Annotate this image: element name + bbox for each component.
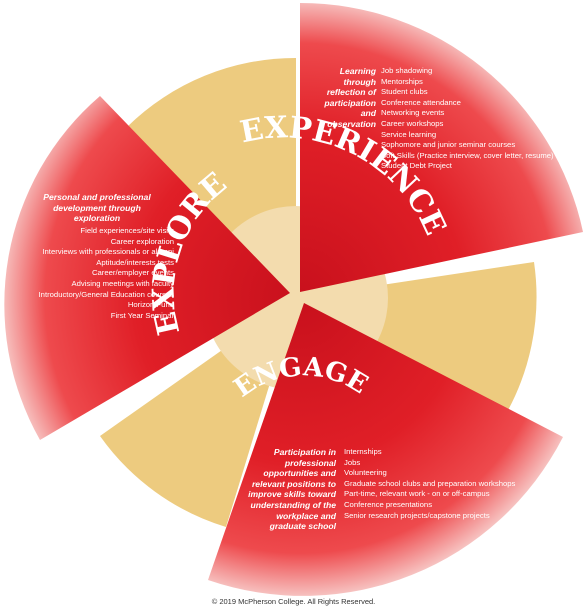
list-item: First Year Seminar — [110, 310, 174, 320]
list-item: Aptitude/interests tests — [96, 257, 174, 267]
list-item: Advising meetings with faculty — [71, 278, 174, 288]
list-item: Career/employer events — [91, 268, 174, 278]
lead-line: development through — [53, 202, 141, 213]
lead-line: relevant positions to — [251, 478, 336, 489]
list-item: Graduate school clubs and preparation wo… — [344, 478, 516, 488]
lead-line: opportunities and — [263, 468, 336, 479]
copyright-notice: © 2019 McPherson College. All Rights Res… — [211, 597, 376, 606]
lead-line: observation — [327, 118, 376, 129]
list-item: Networking events — [381, 108, 445, 118]
list-item: Student Debt Project — [381, 161, 452, 171]
list-item: Part-time, relevant work - on or off-cam… — [344, 489, 490, 499]
list-item: Job shadowing — [381, 66, 433, 75]
list-item: Student clubs — [381, 87, 428, 97]
wedge-engage — [208, 303, 563, 596]
lead-line: Participation in — [273, 447, 336, 457]
wedge-explore — [4, 96, 291, 440]
lead-line: understanding of the — [250, 499, 336, 510]
list-item: Horizon Fund — [127, 300, 174, 310]
list-item: Conference attendance — [381, 97, 461, 107]
list-item: Internships — [344, 447, 382, 456]
list-item: Conference presentations — [344, 499, 433, 509]
list-item: Career exploration — [110, 236, 174, 246]
lead-line: Learning — [339, 66, 376, 76]
list-item: Service learning — [381, 129, 437, 139]
list-item: Career workshops — [381, 118, 444, 128]
lead-line: through — [343, 76, 376, 87]
lead-line: participation — [324, 97, 376, 108]
lead-line: improve skills toward — [248, 489, 336, 500]
lead-line: workplace and — [276, 510, 336, 521]
list-item: Soft Skills (Practice interview, cover l… — [381, 150, 554, 160]
lead-line: Personal and professional — [43, 192, 151, 202]
list-item: Senior research projects/capstone projec… — [344, 510, 490, 520]
list-item: Introductory/General Education courses — [38, 289, 174, 299]
list-item: Jobs — [344, 457, 361, 467]
lead-line: reflection of — [326, 87, 376, 98]
lead-line: graduate school — [269, 521, 336, 532]
wedge-experience — [300, 2, 583, 292]
list-item: Mentorships — [381, 76, 423, 86]
list-item: Interviews with professionals or alumni — [42, 247, 174, 257]
list-item: Field experiences/site visits — [80, 226, 174, 235]
lead-line: professional — [284, 457, 336, 468]
lead-line: and — [360, 108, 376, 119]
list-item: Sophomore and junior seminar courses — [381, 140, 516, 150]
list-item: Volunteering — [344, 468, 387, 478]
lead-line: exploration — [73, 213, 121, 224]
